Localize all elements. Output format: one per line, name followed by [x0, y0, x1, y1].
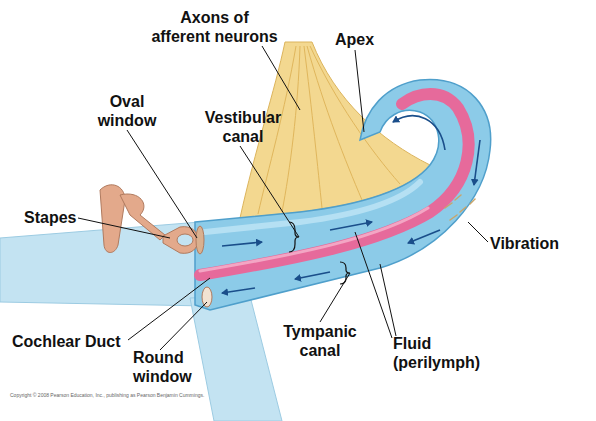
part-label: Apex: [335, 30, 374, 49]
leader-line: [240, 146, 299, 237]
leader-lines: [78, 46, 488, 350]
part-label: Axons of afferent neurons: [150, 8, 279, 46]
part-label: Vibration: [490, 234, 559, 253]
leader-line: [128, 278, 210, 340]
vibration-dash: [470, 199, 475, 204]
vibration-dash: [455, 195, 461, 200]
vibration-dash: [450, 215, 457, 220]
nerve-fiber: [282, 46, 300, 212]
lower-tube: [190, 296, 282, 421]
leader-line: [468, 222, 488, 242]
leader-line: [262, 46, 300, 110]
oval-window-membrane: [196, 226, 204, 254]
stapes-hole: [177, 234, 193, 246]
cochlear-tube: [195, 80, 491, 310]
flow-arrow: [393, 116, 445, 150]
nerve-fiber: [304, 46, 322, 208]
incus: [120, 194, 165, 240]
part-label: Cochlear Duct: [12, 332, 120, 351]
leader-line: [380, 264, 396, 336]
flow-arrow: [295, 272, 330, 279]
flow-arrow: [408, 230, 440, 243]
tube-highlight: [205, 182, 420, 232]
vibration-marks: [445, 195, 475, 220]
leader-line: [127, 130, 197, 238]
part-label: Round window: [133, 348, 203, 386]
copyright-note: Copyright © 2008 Pearson Education, Inc.…: [10, 392, 204, 398]
flow-arrow: [222, 242, 262, 246]
leader-line: [160, 302, 207, 350]
part-label: Oval window: [92, 92, 162, 130]
vibration-dash: [460, 207, 466, 212]
leader-line: [355, 232, 392, 338]
flow-arrow: [330, 222, 372, 230]
flow-arrow: [222, 288, 255, 293]
leader-line: [320, 273, 350, 322]
flow-arrow: [474, 140, 480, 185]
part-label: Vestibular canal: [198, 108, 288, 146]
part-label: Stapes: [24, 208, 76, 227]
part-label: Tympanic canal: [275, 322, 365, 360]
leader-line: [78, 218, 170, 238]
vibration-dash: [445, 203, 452, 208]
part-label: Fluid (perilymph): [393, 334, 488, 372]
duct-highlight: [200, 208, 428, 271]
bracket: [289, 222, 299, 252]
leader-line: [355, 50, 364, 132]
round-window-membrane: [202, 287, 212, 307]
